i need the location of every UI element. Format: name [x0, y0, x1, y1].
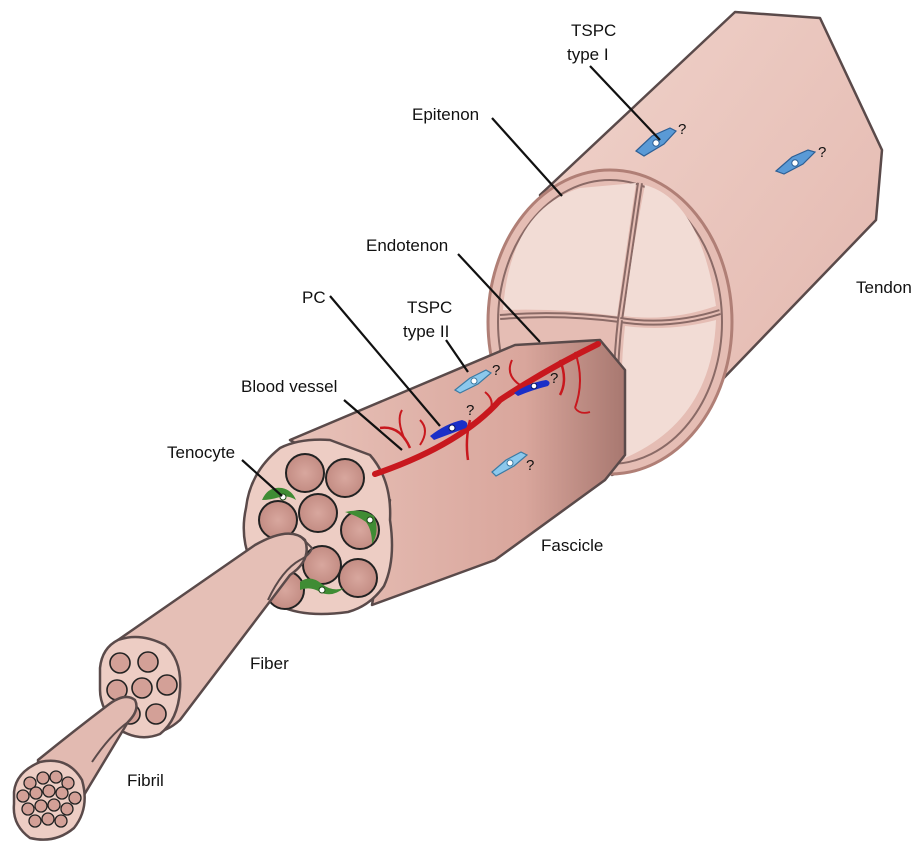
label-fascicle: Fascicle — [541, 536, 603, 555]
question-mark: ? — [526, 457, 534, 474]
question-mark: ? — [550, 370, 558, 387]
question-mark: ? — [466, 402, 474, 419]
label-pc: PC — [302, 288, 326, 307]
question-mark: ? — [818, 144, 826, 161]
question-mark: ? — [492, 362, 500, 379]
label-tspc-type-2-line1: TSPC — [407, 298, 452, 317]
label-epitenon: Epitenon — [412, 105, 479, 124]
label-tspc-type-1-line2: type I — [567, 45, 609, 64]
question-mark: ? — [678, 121, 686, 138]
label-fiber: Fiber — [250, 654, 289, 673]
label-fibril: Fibril — [127, 771, 164, 790]
tendon-sector-top-left — [503, 183, 636, 316]
label-tspc-type-2-line2: type II — [403, 322, 449, 341]
leader-tspc-type-2 — [446, 340, 468, 372]
label-tspc-type-1-line1: TSPC — [571, 21, 616, 40]
label-blood-vessel: Blood vessel — [241, 377, 337, 396]
fibril — [14, 697, 137, 840]
label-tendon: Tendon — [856, 278, 912, 297]
label-endotenon: Endotenon — [366, 236, 448, 255]
label-tenocyte: Tenocyte — [167, 443, 235, 462]
leader-epitenon — [492, 118, 562, 196]
